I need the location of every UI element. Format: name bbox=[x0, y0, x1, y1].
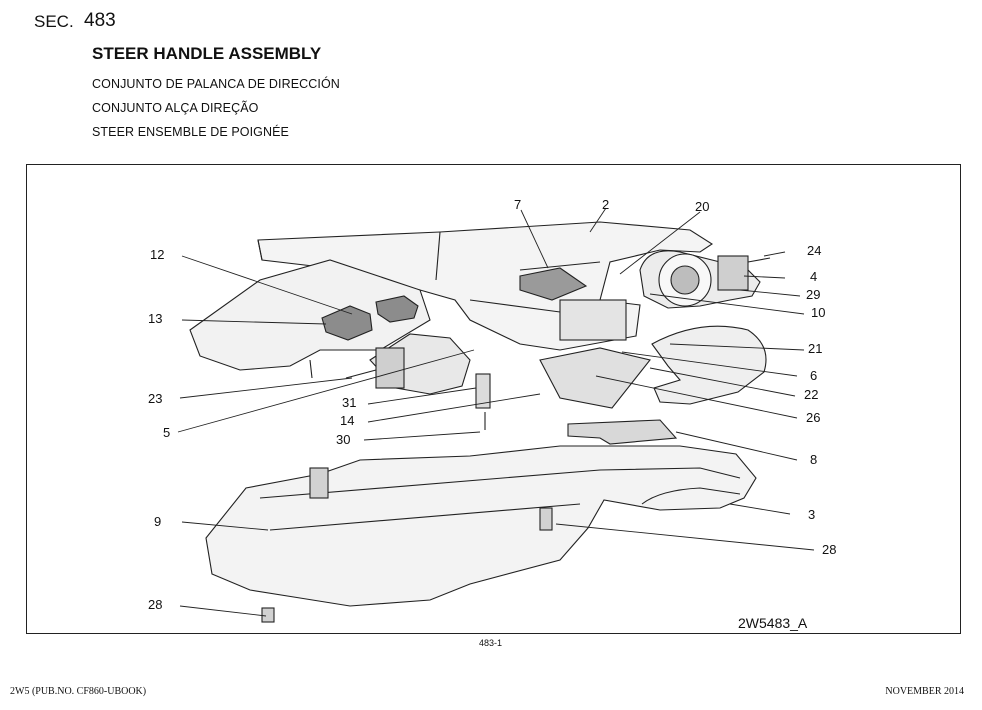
callout-12: 12 bbox=[150, 247, 164, 262]
section-label: SEC. bbox=[34, 12, 74, 31]
leader-lines bbox=[177, 207, 815, 617]
callout-24: 24 bbox=[807, 243, 821, 258]
callout-4: 4 bbox=[810, 269, 817, 284]
callout-21: 21 bbox=[808, 341, 822, 356]
drawing-id: 2W5483_A bbox=[738, 615, 808, 631]
subtitle-spanish: CONJUNTO DE PALANCA DE DIRECCIÓN bbox=[92, 77, 340, 91]
callout-2: 2 bbox=[602, 197, 609, 212]
publication-number: 2W5 (PUB.NO. CF860-UBOOK) bbox=[10, 686, 147, 697]
lower-housing-drawing bbox=[205, 445, 757, 607]
callout-23: 23 bbox=[148, 391, 162, 406]
callout-28-right: 28 bbox=[822, 542, 836, 557]
callout-7: 7 bbox=[514, 197, 521, 212]
page-title: STEER HANDLE ASSEMBLY bbox=[92, 44, 322, 63]
callout-29: 29 bbox=[806, 287, 820, 302]
callout-30: 30 bbox=[336, 432, 350, 447]
callout-13: 13 bbox=[148, 311, 162, 326]
callout-26: 26 bbox=[806, 410, 820, 425]
section-number: 483 bbox=[84, 10, 116, 31]
callout-9: 9 bbox=[154, 514, 161, 529]
page-number: 483-1 bbox=[479, 638, 503, 648]
callout-3: 3 bbox=[808, 507, 815, 522]
callout-28-bottom: 28 bbox=[148, 597, 162, 612]
callout-31: 31 bbox=[342, 395, 356, 410]
callout-20: 20 bbox=[695, 199, 709, 214]
callout-6: 6 bbox=[810, 368, 817, 383]
publication-date: NOVEMBER 2014 bbox=[885, 686, 964, 697]
side-cover-drawing bbox=[651, 325, 767, 405]
trigger-drawing bbox=[567, 419, 678, 445]
callout-labels: 7 2 20 24 4 29 10 12 13 21 6 22 26 23 31… bbox=[148, 197, 836, 612]
callout-8: 8 bbox=[810, 452, 817, 467]
subtitle-french: STEER ENSEMBLE DE POIGNÉE bbox=[92, 125, 289, 139]
callout-22: 22 bbox=[804, 387, 818, 402]
callout-10: 10 bbox=[811, 305, 825, 320]
switch-board-drawing bbox=[539, 347, 651, 409]
callout-5: 5 bbox=[163, 425, 170, 440]
subtitle-portuguese: CONJUNTO ALÇA DIREÇÃO bbox=[92, 101, 259, 115]
callout-14: 14 bbox=[340, 413, 354, 428]
diagram-frame bbox=[26, 164, 961, 634]
part-drawings bbox=[189, 221, 771, 623]
